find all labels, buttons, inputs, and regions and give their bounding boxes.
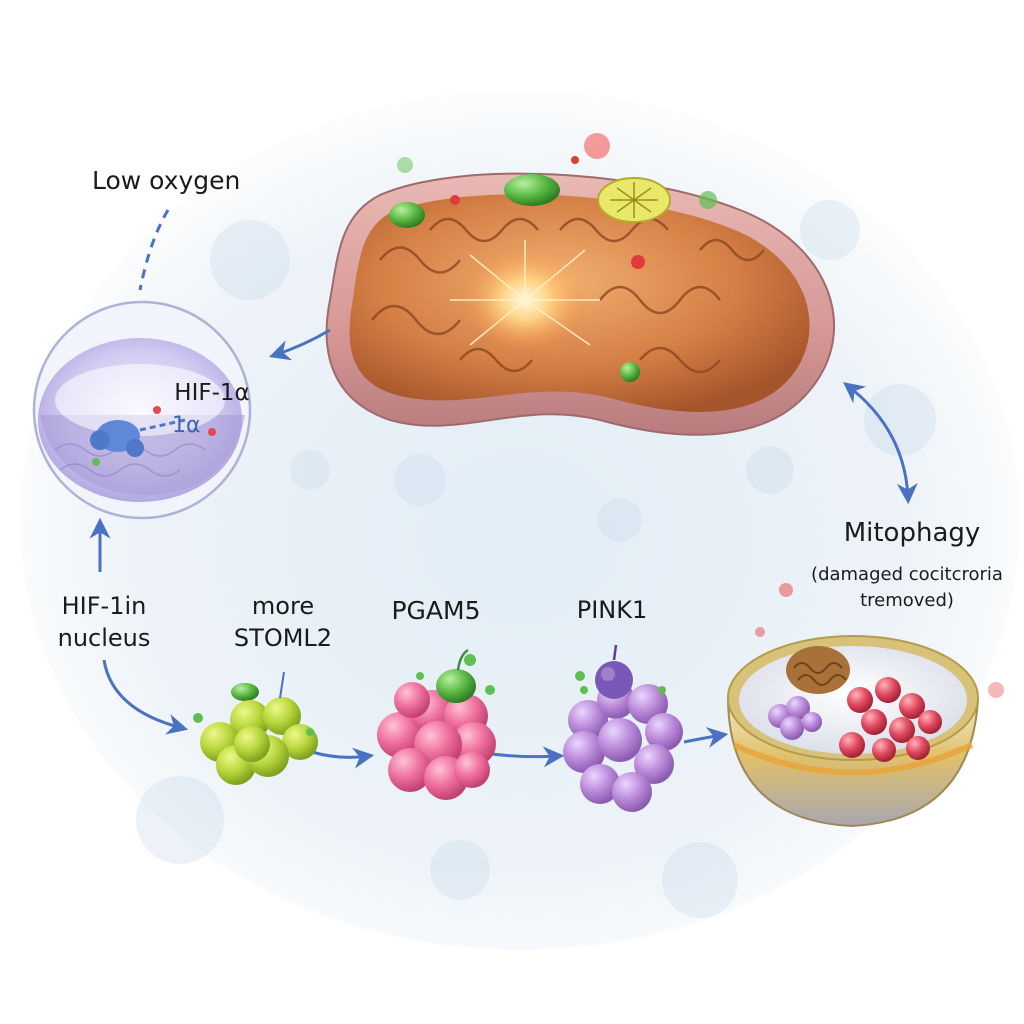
hif-1a-protein: 1α bbox=[90, 406, 216, 466]
engulfed-mitochondrion bbox=[786, 646, 850, 694]
mitophagy-title: Mitophagy bbox=[843, 518, 981, 548]
stoml2-cluster bbox=[193, 671, 318, 785]
pgam5-label: PGAM5 bbox=[391, 596, 481, 625]
surface-protein-green bbox=[389, 202, 425, 228]
pink1-cluster bbox=[563, 644, 683, 812]
engulfed-red-cluster bbox=[839, 677, 942, 762]
floating-red-particle bbox=[584, 133, 610, 159]
arrow-stoml2-to-pgam5 bbox=[311, 747, 375, 769]
arrow-mito-to-nucleus bbox=[269, 328, 331, 361]
burst-rays bbox=[450, 240, 600, 346]
low-oxygen-dashed-line bbox=[138, 209, 170, 291]
surface-protein-green bbox=[620, 362, 640, 382]
lysosome bbox=[726, 583, 1004, 828]
hif-nucleus-line1: HIF-1in bbox=[61, 592, 147, 620]
pgam5-cluster bbox=[377, 648, 496, 800]
pgam5-green-subunit bbox=[436, 669, 476, 703]
pink1-label: PINK1 bbox=[576, 596, 648, 624]
stoml2-label: more STOML2 bbox=[234, 590, 332, 654]
arrow-nucleus-to-stoml2 bbox=[102, 659, 189, 735]
arrow-pink1-to-lysosome bbox=[683, 727, 729, 748]
arrow-pgam5-to-pink1 bbox=[491, 746, 565, 768]
pink1-top-subunit bbox=[595, 661, 633, 699]
hif-nucleus-line2: nucleus bbox=[57, 624, 151, 652]
mitophagy-sub-line1: (damaged cocitcroria bbox=[811, 564, 1003, 585]
stoml2-line1: more bbox=[251, 592, 315, 620]
hif-nucleus-label: HIF-1in nucleus bbox=[58, 590, 151, 654]
low-oxygen-label: Low oxygen bbox=[92, 166, 241, 195]
stoml2-line2: STOML2 bbox=[233, 624, 333, 652]
surface-protein-green bbox=[504, 174, 560, 206]
svg-text:1α: 1α bbox=[172, 413, 201, 438]
engulfed-purple-cluster bbox=[768, 696, 822, 740]
arrow-mito-mitophagy bbox=[843, 382, 918, 505]
background-blots bbox=[136, 200, 936, 918]
mitophagy-sub-line2: tremoved) bbox=[860, 590, 954, 611]
hif-1a-label: HIF-1α bbox=[174, 380, 250, 406]
nucleus: 1α bbox=[32, 300, 252, 520]
mitophagy-subtitle: (damaged cocitcroria tremoved) bbox=[811, 562, 1003, 614]
